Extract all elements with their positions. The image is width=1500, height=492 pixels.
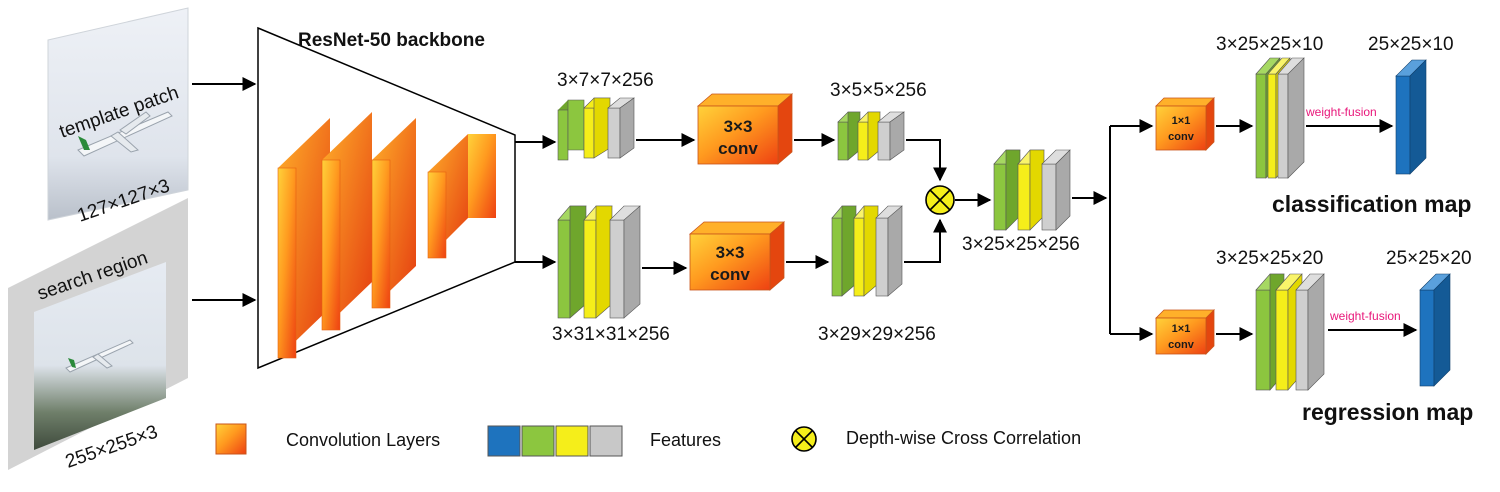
legend-swatch-gray xyxy=(589,425,623,457)
conv-3x3-top: 3×3 conv xyxy=(696,93,794,165)
conv-3x3-bottom: 3×3 conv xyxy=(688,221,786,291)
template-adjusted-size: 3×5×5×256 xyxy=(830,80,927,101)
depthwise-xcorr-icon xyxy=(925,185,955,215)
classification-map-label: classification map xyxy=(1272,191,1471,217)
feature-slab-gray xyxy=(607,97,635,159)
search-feature-stack xyxy=(557,205,641,319)
reg-feature-stack xyxy=(1255,273,1325,391)
conv-label-line1: 3×3 xyxy=(716,243,745,262)
conv-1x1-bottom: 1×1 conv xyxy=(1155,309,1215,355)
template-patch-image xyxy=(47,7,189,221)
reg-weight-fusion-label: weight-fusion xyxy=(1329,309,1401,323)
conv-layer xyxy=(277,118,330,359)
reg-output-size: 25×25×20 xyxy=(1386,248,1472,269)
conv-1x1-top: 1×1 conv xyxy=(1155,97,1215,151)
template-adjusted-stack xyxy=(837,111,905,161)
cls-feature-size: 3×25×25×10 xyxy=(1216,34,1323,55)
cls-output-size: 25×25×10 xyxy=(1368,34,1454,55)
arrow xyxy=(904,218,947,263)
conv-layer xyxy=(321,112,372,331)
legend-xcorr-label: Depth-wise Cross Correlation xyxy=(846,428,1081,448)
reg-feature-size: 3×25×25×20 xyxy=(1216,248,1323,269)
conv-label-line2: conv xyxy=(710,265,750,284)
legend-conv-swatch xyxy=(215,423,247,455)
template-feature-stack xyxy=(557,97,635,161)
conv-label-line2: conv xyxy=(1168,131,1195,143)
correlated-feature-stack xyxy=(993,149,1071,231)
search-adjusted-stack xyxy=(831,205,903,297)
reg-output-map xyxy=(1419,273,1451,387)
regression-map-label: regression map xyxy=(1302,399,1473,425)
search-region-image xyxy=(8,198,188,470)
conv-label-line1: 3×3 xyxy=(724,117,753,136)
conv-label-line1: 1×1 xyxy=(1172,323,1191,335)
conv-label-line2: conv xyxy=(718,139,758,158)
legend-conv-label: Convolution Layers xyxy=(286,430,440,450)
conv-layer xyxy=(427,134,496,259)
feature-slab-green xyxy=(557,99,585,161)
cls-feature-stack xyxy=(1255,57,1305,179)
cls-weight-fusion-label: weight-fusion xyxy=(1305,105,1377,119)
legend-swatch-green xyxy=(521,425,555,457)
cls-output-map xyxy=(1395,59,1427,175)
legend-features-label: Features xyxy=(650,430,721,450)
legend-swatch-yellow xyxy=(555,425,589,457)
search-adjusted-size: 3×29×29×256 xyxy=(818,324,936,345)
conv-layer xyxy=(371,118,416,309)
backbone-title: ResNet-50 backbone xyxy=(298,30,485,51)
airplane-icon xyxy=(77,111,173,157)
arrow xyxy=(906,139,947,182)
conv-label-line2: conv xyxy=(1168,339,1195,351)
search-feature-size: 3×31×31×256 xyxy=(552,324,670,345)
backbone-conv-layers xyxy=(277,112,496,359)
legend-xcorr-icon xyxy=(791,426,817,452)
template-feature-size: 3×7×7×256 xyxy=(557,70,654,91)
airplane-icon xyxy=(65,339,134,373)
feature-slab-yellow xyxy=(583,97,611,159)
legend: Convolution Layers Features Depth-wise C… xyxy=(215,423,1081,457)
correlated-size: 3×25×25×256 xyxy=(962,234,1080,255)
legend-swatch-blue xyxy=(487,425,521,457)
conv-label-line1: 1×1 xyxy=(1172,115,1191,127)
